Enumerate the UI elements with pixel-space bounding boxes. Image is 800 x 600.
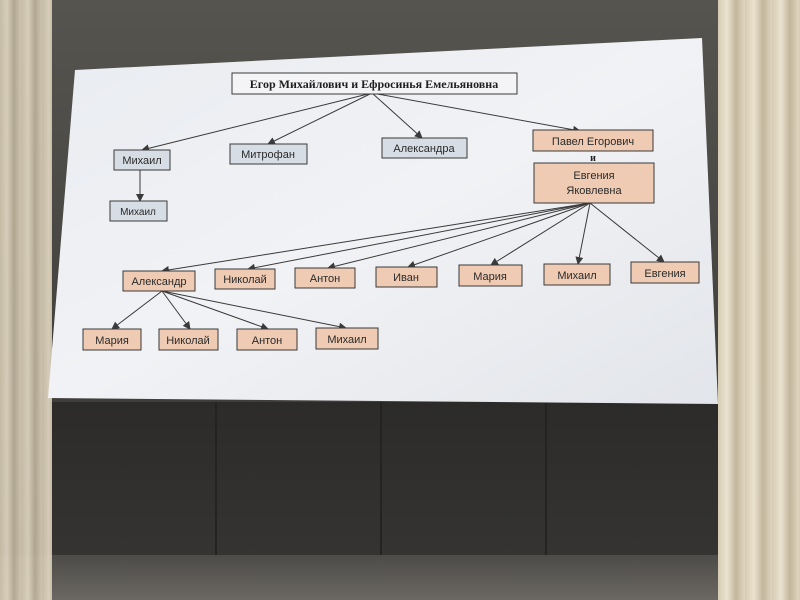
lower-wall-panel (48, 402, 718, 562)
gen3-box-nikolai: Николай (158, 328, 219, 351)
gen2-label: Мария (473, 271, 507, 283)
gen2-box-anton: Антон (294, 267, 356, 289)
gen3-label: Михаил (327, 334, 366, 346)
gen2-box-ivan: Иван (375, 266, 438, 288)
mikhail-child-label: Михаил (120, 207, 156, 218)
gen1-label: Митрофан (241, 149, 295, 161)
gen2-label: Михаил (557, 270, 596, 282)
couple-box-evgenia: Евгения Яковлевна (533, 162, 655, 204)
gen1-box-aleksandra: Александра (381, 137, 468, 159)
gen2-label: Антон (310, 273, 341, 285)
panel-seam (545, 402, 547, 562)
wife-label-line1: Евгения (573, 170, 614, 182)
gen2-label: Евгения (644, 268, 685, 280)
gen3-box-maria: Мария (82, 328, 142, 351)
connector-lines (111, 92, 665, 331)
gen2-box-mikhail: Михаил (543, 263, 611, 286)
gen1-label: Александра (393, 143, 455, 155)
husband-label: Павел Егорович (552, 136, 634, 148)
curtain-left (0, 0, 52, 600)
gen2-box-aleksandr: Александр (122, 270, 196, 292)
gen1-box-mitrofan: Митрофан (229, 143, 308, 165)
gen3-label: Антон (252, 335, 283, 347)
floor (0, 555, 800, 600)
curtain-right (718, 0, 800, 600)
couple-box-pavel: Павел Егорович (532, 129, 654, 152)
gen3-box-mikhail: Михаил (315, 327, 379, 350)
root-label: Егор Михайлович и Ефросинья Емельяновна (250, 77, 498, 91)
wife-label-line2: Яковлевна (566, 185, 622, 197)
gen3-box-anton: Антон (236, 328, 298, 351)
gen3-label: Мария (95, 335, 129, 347)
root-couple-box: Егор Михайлович и Ефросинья Емельяновна (231, 72, 518, 95)
gen2-box-maria: Мария (458, 264, 523, 287)
gen2-box-evgenia: Евгения (630, 261, 700, 284)
panel-seam (215, 402, 217, 562)
mikhail-child-box: Михаил (109, 200, 168, 222)
couple-conjunction: и (590, 153, 596, 164)
gen2-label: Николай (223, 274, 267, 286)
gen2-box-nikolai: Николай (214, 268, 276, 290)
gen2-label: Александр (131, 276, 186, 288)
gen3-label: Николай (166, 335, 210, 347)
gen2-label: Иван (393, 272, 419, 284)
panel-seam (380, 402, 382, 562)
gen1-label: Михаил (122, 155, 161, 167)
gen1-box-mikhail: Михаил (113, 149, 171, 171)
